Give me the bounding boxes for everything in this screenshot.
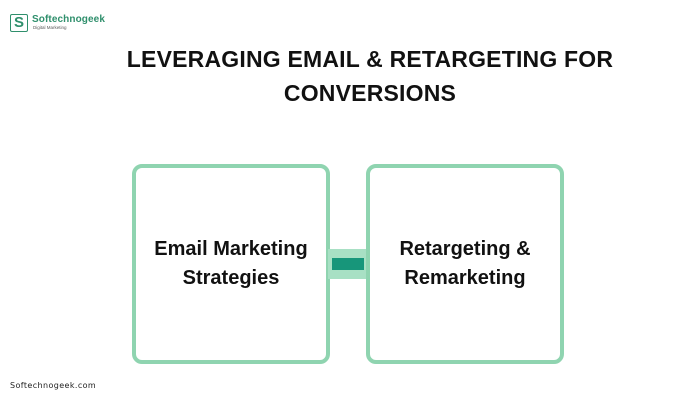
- logo-mark-icon: S: [10, 14, 28, 32]
- footer-website: Softechnogeek.com: [10, 381, 97, 390]
- title-line-1: LEVERAGING EMAIL & RETARGETING FOR: [126, 46, 614, 72]
- logo-tagline: Digital Marketing: [33, 25, 67, 31]
- page-title: LEVERAGING EMAIL & RETARGETING FOR CONVE…: [110, 42, 630, 110]
- email-marketing-box: Email Marketing Strategies: [132, 164, 330, 364]
- retargeting-label-line-1: Retargeting &: [399, 238, 531, 260]
- retargeting-box: Retargeting & Remarketing: [366, 164, 564, 364]
- retargeting-label: Retargeting & Remarketing: [375, 235, 555, 293]
- email-marketing-label-line-1: Email Marketing: [154, 238, 308, 260]
- box-connector-bar: [332, 258, 364, 270]
- email-marketing-label: Email Marketing Strategies: [141, 235, 321, 293]
- logo-text: Softechnogeek Digital Marketing: [32, 15, 105, 31]
- logo-name: Softechnogeek: [32, 14, 105, 26]
- title-line-2: CONVERSIONS: [283, 80, 457, 106]
- email-marketing-label-line-2: Strategies: [182, 267, 280, 289]
- retargeting-label-line-2: Remarketing: [404, 267, 526, 289]
- brand-logo: S Softechnogeek Digital Marketing: [10, 12, 105, 34]
